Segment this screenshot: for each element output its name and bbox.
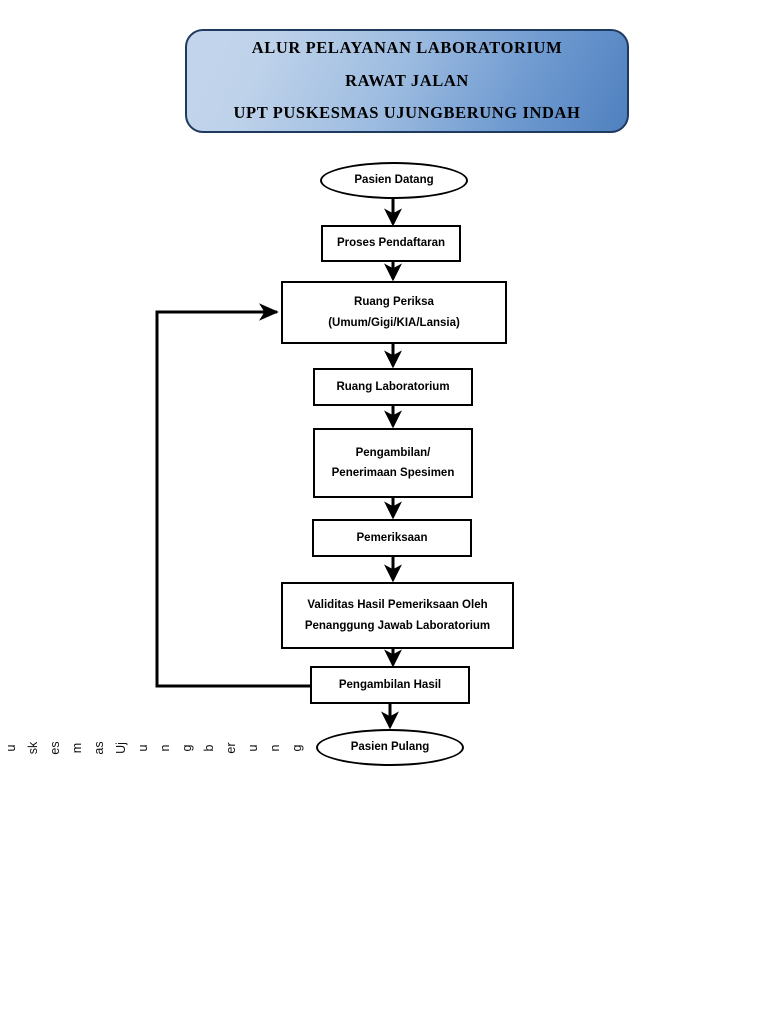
node-pengambilan-hasil[interactable]: Pengambilan Hasil bbox=[310, 666, 470, 704]
node-pengambilan-spesimen[interactable]: Pengambilan/ Penerimaan Spesimen bbox=[313, 428, 473, 498]
node-label-line-1: Ruang Periksa bbox=[354, 296, 434, 309]
node-label: Pemeriksaan bbox=[356, 531, 428, 544]
node-pemeriksaan[interactable]: Pemeriksaan bbox=[312, 519, 472, 557]
node-proses-pendaftaran[interactable]: Proses Pendaftaran bbox=[321, 225, 461, 262]
rotated-margin-text: u sk es m as Uj u n g b er u n g bbox=[0, 718, 330, 778]
node-ruang-periksa[interactable]: Ruang Periksa (Umum/Gigi/KIA/Lansia) bbox=[281, 281, 507, 344]
margin-glyph: u bbox=[246, 744, 260, 752]
margin-glyph: er bbox=[224, 742, 238, 754]
margin-glyph: n bbox=[268, 744, 282, 752]
margin-glyph: m bbox=[70, 742, 84, 754]
margin-glyph: sk bbox=[26, 741, 40, 755]
banner-line-1: ALUR PELAYANAN LABORATORIUM bbox=[251, 38, 563, 58]
margin-glyph: b bbox=[202, 744, 216, 752]
margin-glyph: u bbox=[4, 744, 18, 752]
margin-glyph: n bbox=[158, 744, 172, 752]
node-pasien-datang[interactable]: Pasien Datang bbox=[320, 162, 468, 199]
margin-glyph: as bbox=[92, 741, 106, 755]
node-label-line-1: Validitas Hasil Pemeriksaan Oleh bbox=[307, 599, 488, 612]
node-label-line-2: (Umum/Gigi/KIA/Lansia) bbox=[328, 316, 460, 329]
title-banner: ALUR PELAYANAN LABORATORIUM RAWAT JALAN … bbox=[185, 29, 629, 133]
node-label: Pasien Pulang bbox=[350, 741, 430, 754]
node-label: Ruang Laboratorium bbox=[336, 380, 450, 393]
node-label-line-1: Pengambilan/ bbox=[355, 446, 431, 459]
margin-glyph: u bbox=[136, 744, 150, 752]
node-label-line-2: Penanggung Jawab Laboratorium bbox=[304, 619, 491, 632]
node-validitas-hasil[interactable]: Validitas Hasil Pemeriksaan Oleh Penangg… bbox=[281, 582, 514, 649]
margin-glyph: Uj bbox=[114, 742, 128, 754]
margin-glyph: es bbox=[48, 741, 62, 755]
margin-glyph: g bbox=[180, 744, 194, 752]
banner-line-3: UPT PUSKESMAS UJUNGBERUNG INDAH bbox=[233, 103, 581, 123]
banner-line-2: RAWAT JALAN bbox=[345, 70, 469, 90]
node-ruang-laboratorium[interactable]: Ruang Laboratorium bbox=[313, 368, 473, 406]
node-label: Pasien Datang bbox=[354, 174, 434, 187]
node-label: Proses Pendaftaran bbox=[336, 237, 445, 250]
node-label-line-2: Penerimaan Spesimen bbox=[331, 467, 455, 479]
node-label: Pengambilan Hasil bbox=[338, 678, 442, 691]
node-pasien-pulang[interactable]: Pasien Pulang bbox=[316, 729, 464, 766]
margin-glyph: g bbox=[290, 744, 304, 752]
